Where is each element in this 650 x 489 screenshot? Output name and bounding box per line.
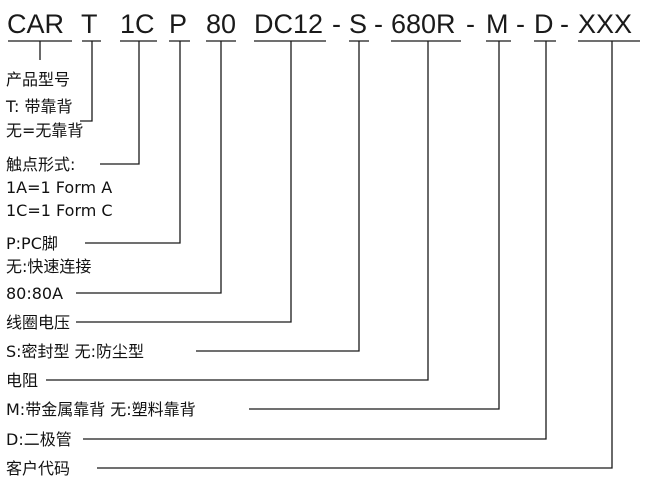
code-segment-seal: S [349,9,367,39]
leader-terminal [85,41,181,244]
leader-contact [100,41,140,165]
code-segment-coil: DC12 [254,9,323,39]
label-series: 产品型号 [6,70,70,89]
label-backrest-none: 无=无靠背 [6,121,83,140]
leader-lines [39,41,613,469]
label-terminal-p: P:PC脚 [6,234,58,253]
leader-current [76,41,222,294]
label-terminal-none: 无:快速连接 [6,257,91,276]
code-segment-series: CAR [7,9,64,39]
code-segment-backrest: T [81,9,98,39]
code-segment-cover: M [486,9,509,39]
label-resistor: 电阻 [6,371,38,390]
label-customer: 客户代码 [6,459,70,478]
leader-cover [249,41,500,410]
leader-diode [83,41,547,440]
code-separator: - [466,9,475,39]
code-segment-terminal: P [169,9,187,39]
label-seal: S:密封型 无:防尘型 [6,342,144,361]
code-separator: - [560,9,569,39]
label-backrest-t: T: 带靠背 [5,97,73,116]
code-separator: - [374,9,383,39]
label-contact-title: 触点形式: [6,155,75,174]
code-separator: - [516,9,525,39]
leader-customer [97,41,613,469]
code-segment-current: 80 [206,9,236,39]
label-coil: 线圈电压 [6,313,70,332]
label-contact-1c: 1C=1 Form C [6,201,113,220]
leader-coil [76,41,292,323]
label-contact-1a: 1A=1 Form A [6,178,112,197]
code-segment-customer: XXX [578,9,632,39]
label-cover: M:带金属靠背 无:塑料靠背 [6,400,196,419]
code-segment-contact: 1C [120,9,155,39]
labels: 产品型号 T: 带靠背 无=无靠背 触点形式: 1A=1 Form A 1C=1… [5,70,196,478]
code-segment-diode: D [534,9,554,39]
code-row: CAR T 1C P 80 DC12 - S - 680R - M - D - … [7,9,632,39]
leader-resistor [46,41,429,381]
code-separator: - [332,9,341,39]
leader-backrest [80,41,93,122]
code-segment-resistor: 680R [391,9,456,39]
label-current: 80:80A [6,284,63,303]
leader-seal [196,41,360,352]
label-diode: D:二极管 [6,430,72,449]
